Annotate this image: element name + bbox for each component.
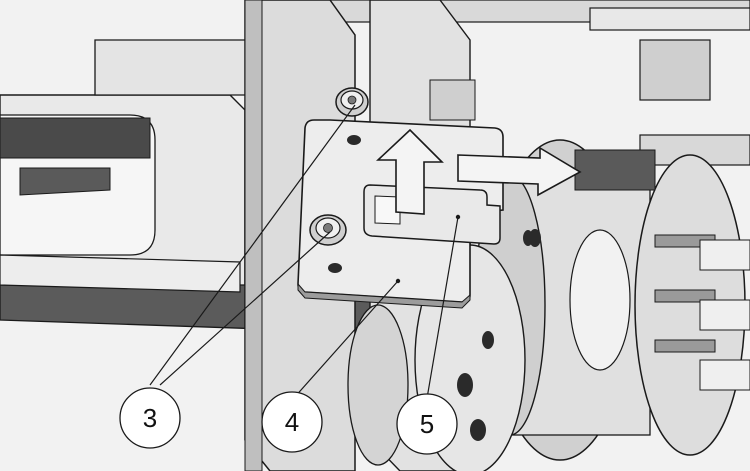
ring-holes <box>457 230 533 441</box>
callout-4: 4 <box>261 391 323 453</box>
upright-edge <box>244 0 263 471</box>
left-frame-top <box>94 39 256 96</box>
arrow-up-icon <box>375 128 444 215</box>
side-hole <box>529 229 541 247</box>
callout-3-label: 3 <box>143 403 157 433</box>
plate-hole-top <box>347 135 361 145</box>
callout-3: 3 <box>119 387 181 449</box>
leader-4 <box>284 280 399 409</box>
gear-teeth <box>654 234 750 391</box>
cap-screw-bottom <box>309 214 347 246</box>
left-dark-step <box>19 167 111 196</box>
middle-block <box>429 79 476 121</box>
arrow-right-icon <box>457 146 582 197</box>
callout-5-label: 5 <box>420 409 434 439</box>
leader-dots <box>395 214 461 284</box>
slide-tab-slot <box>374 195 401 225</box>
top-shaft <box>589 7 750 31</box>
leader-5 <box>424 216 459 411</box>
plate-hole-bottom <box>328 263 342 273</box>
callout-4-label: 4 <box>285 407 299 437</box>
cap-screw-top <box>335 87 369 117</box>
leader-3b <box>159 231 331 386</box>
right-block <box>639 39 711 101</box>
drum-left <box>347 304 409 466</box>
callout-5: 5 <box>396 393 458 455</box>
lower-base-top <box>0 254 241 293</box>
leader-lines <box>149 104 459 411</box>
retaining-plate-edge <box>297 282 471 309</box>
leader-3a <box>149 104 356 386</box>
hub-inner <box>569 229 631 371</box>
left-dark-bar <box>0 117 151 159</box>
dark-strip <box>574 149 656 191</box>
